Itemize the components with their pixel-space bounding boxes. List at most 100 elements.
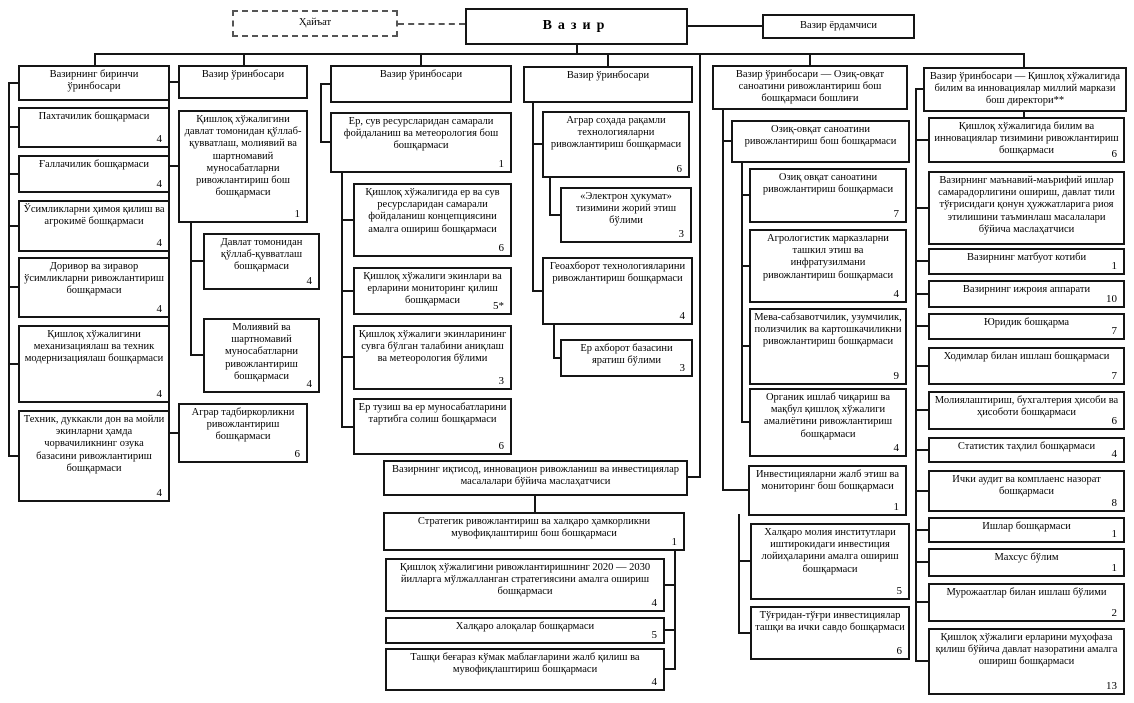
box-count: 9 <box>893 370 900 383</box>
header-label: Вазир ўринбосари — Қишлоқ хўжалигида бил… <box>929 71 1121 107</box>
connector <box>674 551 676 670</box>
connector <box>549 214 560 216</box>
box-label: Ишлар бошқармаси <box>982 521 1071 532</box>
box-label: Органик ишлаб чиқариш ва мақбул қишлоқ х… <box>763 392 893 440</box>
box-c5-6: Инвестицияларни жалб этиш ва мониторинг … <box>748 465 907 516</box>
connector <box>738 514 740 634</box>
box-c6-11: Махсус бўлим 1 <box>928 548 1125 577</box>
connector <box>722 140 731 142</box>
box-c5-4: Мева-сабзавотчилик, узумчилик, полизчили… <box>749 308 907 385</box>
box-label: Қишлоқ хўжалигида ер ва сув ресурсларида… <box>365 187 500 235</box>
connector <box>94 53 96 65</box>
box-c2-4: Аграр тадбиркорликни ривожлантириш бошқа… <box>178 403 308 463</box>
connector <box>168 432 178 434</box>
box-c1-4: Доривор ва зиравор ўсимликларни ривожлан… <box>18 257 170 318</box>
box-label: Ходимлар билан ишлаш бошқармаси <box>943 351 1110 362</box>
connector <box>738 632 750 634</box>
connector <box>8 286 18 288</box>
box-count: 4 <box>893 442 900 455</box>
column3-header: Вазир ўринбосари <box>330 65 512 103</box>
connector <box>809 53 811 65</box>
box-count: 6 <box>498 440 505 453</box>
box-count: 4 <box>893 288 900 301</box>
box-label: Озиқ-овқат саноатини ривожлантириш бош б… <box>744 124 897 148</box>
connector <box>168 81 170 434</box>
box-label: Қишлоқ хўжалиги экинларининг сувга бўлга… <box>358 329 507 365</box>
box-c6-5: Юридик бошқарма 7 <box>928 313 1125 340</box>
box-count: 6 <box>1111 415 1118 428</box>
connector <box>915 207 928 209</box>
box-count: 6 <box>498 242 505 255</box>
connector <box>915 409 928 411</box>
connector <box>741 194 749 196</box>
connector <box>576 44 578 53</box>
connector <box>190 354 203 356</box>
box-count: 4 <box>306 275 313 288</box>
connector <box>190 260 203 262</box>
assistant-box: Вазир ёрдамчиси <box>762 14 915 39</box>
connector <box>553 357 560 359</box>
box-c1-3: Ўсимликларни ҳимоя қилиш ва агрокимё бош… <box>18 200 170 252</box>
box-c5-5: Органик ишлаб чиқариш ва мақбул қишлоқ х… <box>749 388 907 457</box>
minister-box: Вазир <box>465 8 688 45</box>
box-center-2: Қишлоқ хўжалигини ривожлантиришнинг 2020… <box>385 558 665 612</box>
box-label: Техник, дуккакли дон ва мойли экинларни … <box>23 414 165 474</box>
connector <box>741 265 749 267</box>
box-count: 1 <box>893 501 900 514</box>
box-label: Озиқ овқат саноатини ривожлантириш бошқа… <box>762 172 894 196</box>
box-label: Ички аудит ва комплаенс назорат бошқарма… <box>952 474 1101 498</box>
connector <box>722 108 724 491</box>
connector <box>741 345 749 347</box>
box-c2-1: Қишлоқ хўжалигини давлат томонидан қўлла… <box>178 110 308 223</box>
box-count: 8 <box>1111 497 1118 510</box>
connector <box>915 561 928 563</box>
connector <box>8 225 18 227</box>
box-count: 7 <box>1111 370 1118 383</box>
box-c6-9: Ички аудит ва комплаенс назорат бошқарма… <box>928 470 1125 512</box>
header-label: Вазирнинг биринчи ўринбосари <box>49 69 139 93</box>
box-count: 6 <box>294 448 301 461</box>
column4-header: Вазир ўринбосари <box>523 66 693 103</box>
box-count: 4 <box>156 388 163 401</box>
box-c6-13: Қишлоқ хўжалиги ерларини муҳофаза қилиш … <box>928 628 1125 695</box>
box-count: 4 <box>1111 448 1118 461</box>
box-c4-1: Аграр соҳада рақамли технологияларни рив… <box>542 111 690 178</box>
box-count: 5 <box>896 585 903 598</box>
box-count: 4 <box>156 303 163 316</box>
connector <box>320 83 322 143</box>
box-count: 4 <box>156 133 163 146</box>
connector <box>607 53 609 66</box>
connector-advisor-feed <box>699 53 701 477</box>
box-count: 10 <box>1106 293 1117 306</box>
box-label: Қишлоқ хўжалигида билим ва инновациялар … <box>934 121 1119 157</box>
box-label: Агрологистик марказларни ташкил этиш ва … <box>762 233 894 281</box>
connector <box>320 141 330 143</box>
connector <box>915 529 928 531</box>
box-c6-4: Вазирнинг ижроия аппарати 10 <box>928 280 1125 308</box>
advisor-box: Вазирнинг иқтисод, инновацион ривожланиш… <box>383 460 688 496</box>
box-label: Ғаллачилик бошқармаси <box>38 159 150 170</box>
box-label: Ер ахборот базасини яратиш бўлими <box>580 343 673 367</box>
box-label: Юридик бошқарма <box>983 317 1070 328</box>
box-c5-8: Тўғридан-тўғри инвестициялар ташқи ва ич… <box>750 606 910 660</box>
box-label: Вазирнинг матбуот котиби <box>966 252 1087 263</box>
connector-advisor-feed <box>688 476 701 478</box>
box-label: Қишлоқ хўжалиги экинлари ва ерларини мон… <box>363 271 502 307</box>
box-count: 4 <box>679 310 686 323</box>
header-label: Вазир ўринбосари <box>201 69 285 80</box>
connector <box>915 601 928 603</box>
connector <box>341 356 353 358</box>
connector <box>553 323 555 359</box>
assistant-label: Вазир ёрдамчиси <box>800 19 877 31</box>
connector <box>665 584 674 586</box>
column2-header: Вазир ўринбосари <box>178 65 308 99</box>
connector <box>915 325 928 327</box>
box-c4-2: «Электрон ҳукумат» тизимини жорий этиш б… <box>560 187 692 243</box>
connector <box>915 88 923 90</box>
connector <box>8 126 18 128</box>
connector <box>915 449 928 451</box>
connector <box>665 629 674 631</box>
box-c1-2: Ғаллачилик бошқармаси 4 <box>18 155 170 193</box>
column1-header: Вазирнинг биринчи ўринбосари <box>18 65 170 101</box>
box-label: Статистик таҳлил бошқармаси <box>957 441 1096 452</box>
